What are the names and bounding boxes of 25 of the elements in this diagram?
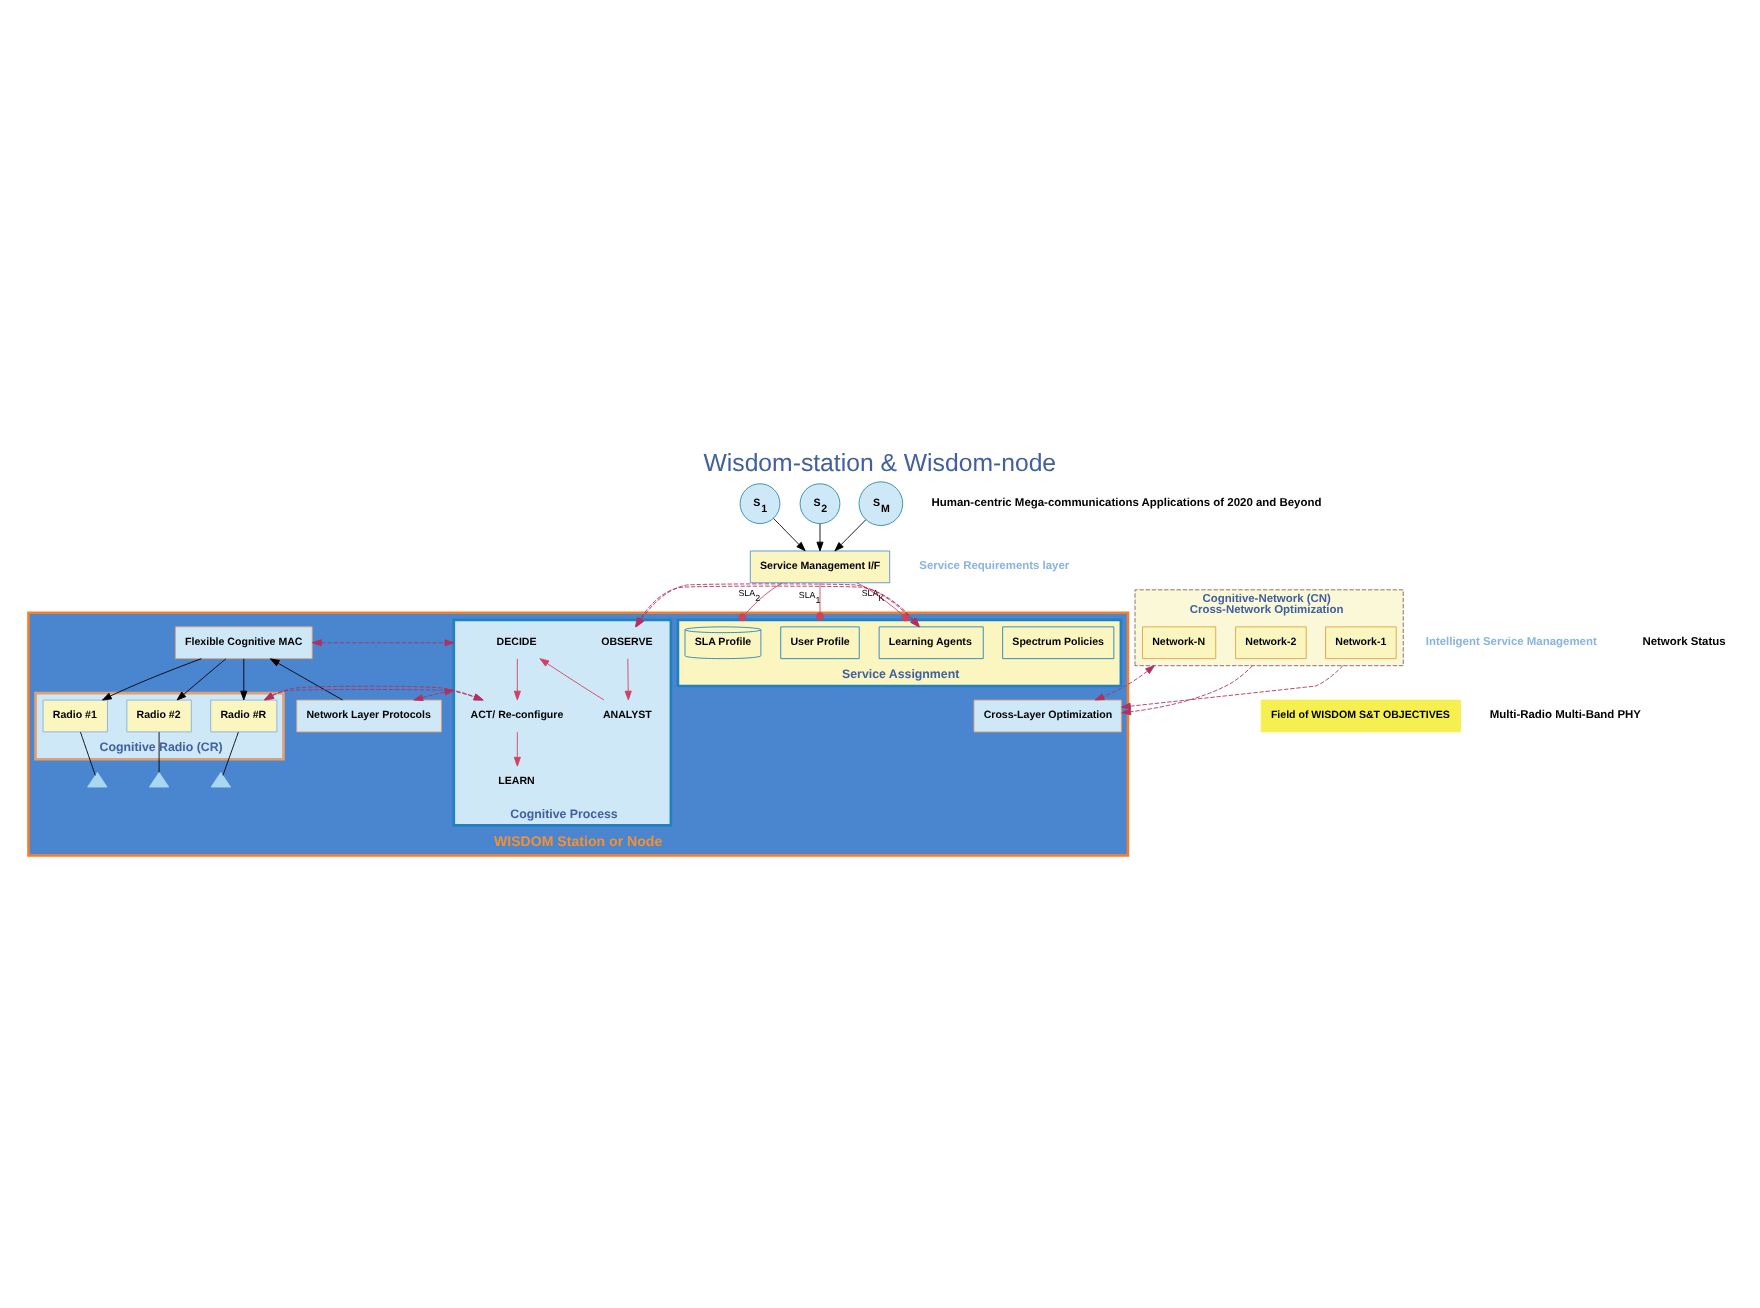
arrow <box>773 517 806 551</box>
arrow <box>312 638 455 646</box>
arrow <box>1121 664 1344 709</box>
connector <box>738 581 784 621</box>
arrow <box>834 518 867 551</box>
node-triangle <box>87 771 108 787</box>
arrow <box>176 657 227 700</box>
node-triangle <box>148 771 170 787</box>
arrow <box>539 657 605 700</box>
arrow <box>513 657 521 700</box>
arrow <box>269 657 343 700</box>
diagram-title: Wisdom-station & Wisdom-node <box>703 447 1057 476</box>
arrow <box>1121 664 1253 715</box>
node-triangle <box>210 771 231 787</box>
arrow <box>413 687 455 701</box>
arrow <box>102 657 202 700</box>
connector <box>816 581 824 620</box>
arrow <box>624 657 632 700</box>
connector <box>80 730 96 775</box>
arrow <box>816 522 824 551</box>
connector <box>158 730 160 772</box>
arrow <box>240 657 248 700</box>
arrow <box>513 730 521 766</box>
connector <box>222 730 239 775</box>
arrow <box>1094 664 1155 700</box>
